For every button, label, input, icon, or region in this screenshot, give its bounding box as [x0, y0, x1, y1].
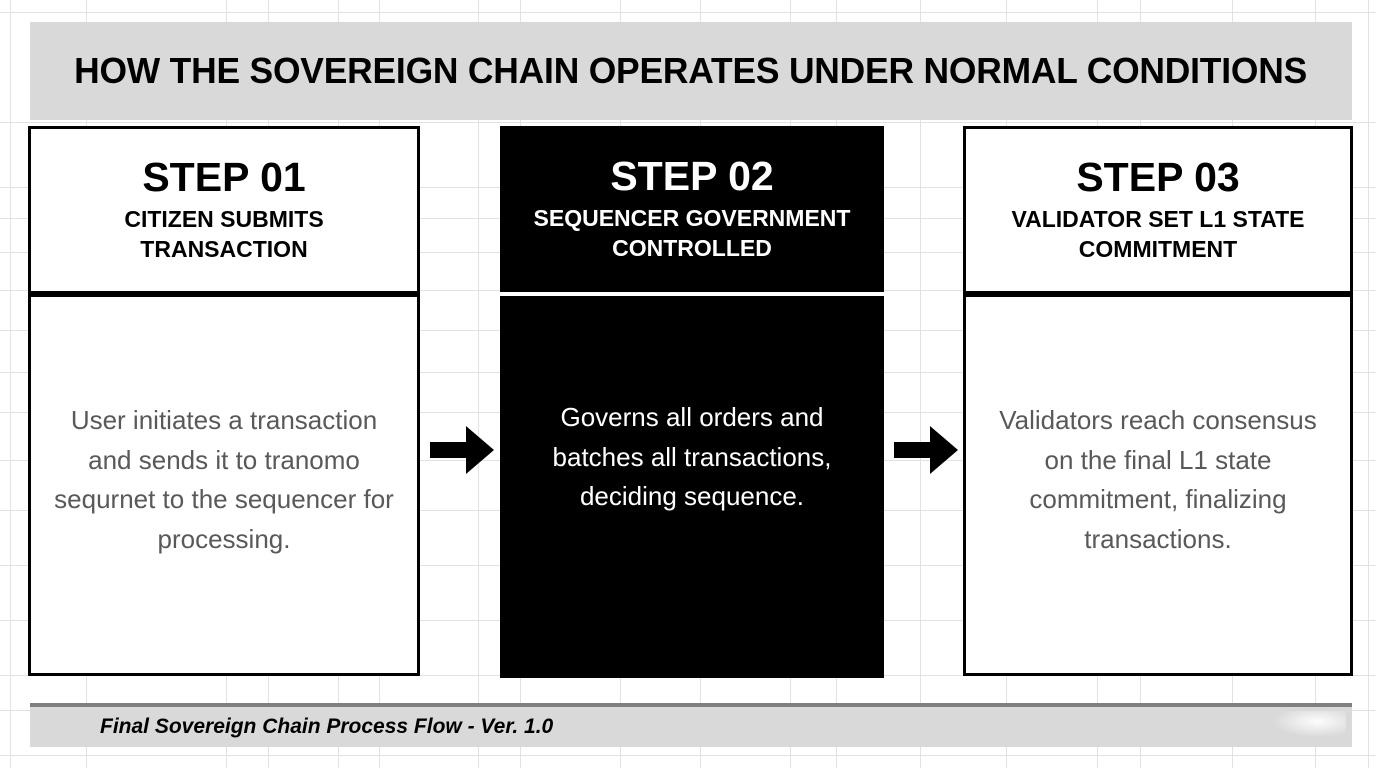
- grid-column-line-18: [1368, 0, 1369, 768]
- step-card-01-number: STEP 01: [142, 154, 306, 201]
- step-card-01-header: STEP 01 CITIZEN SUBMITS TRANSACTION: [28, 126, 420, 294]
- grid-column-line-12: [920, 0, 921, 768]
- step-card-02-body: Governs all orders and batches all trans…: [500, 296, 884, 678]
- page-title: HOW THE SOVEREIGN CHAIN OPERATES UNDER N…: [74, 49, 1308, 91]
- arrow-right-icon: [430, 426, 494, 474]
- step-card-03-number: STEP 03: [1076, 154, 1240, 201]
- grid-row-line-15: [0, 755, 1376, 756]
- step-card-01-subtitle: CITIZEN SUBMITS TRANSACTION: [124, 206, 324, 262]
- grid-row-line-0: [0, 12, 1376, 13]
- footer-caption: Final Sovereign Chain Process Flow - Ver…: [100, 715, 554, 738]
- arrow-right-icon: [894, 426, 958, 474]
- header-banner: HOW THE SOVEREIGN CHAIN OPERATES UNDER N…: [30, 22, 1352, 120]
- flow-arrow-1: [430, 422, 494, 478]
- step-card-02-subtitle: SEQUENCER GOVERNMENT CONTROLLED: [533, 205, 851, 261]
- flow-arrow-2: [894, 422, 958, 478]
- step-card-01[interactable]: STEP 01 CITIZEN SUBMITS TRANSACTION User…: [28, 126, 420, 676]
- step-card-03-header: STEP 03 VALIDATOR SET L1 STATE COMMITMEN…: [963, 126, 1353, 294]
- step-card-02[interactable]: STEP 02 SEQUENCER GOVERNMENT CONTROLLED …: [500, 126, 884, 678]
- step-card-02-number: STEP 02: [610, 153, 774, 200]
- step-card-02-description: Governs all orders and batches all trans…: [552, 402, 832, 512]
- footer-bar: Final Sovereign Chain Process Flow - Ver…: [30, 703, 1352, 747]
- step-card-03-body: Validators reach consensus on the final …: [963, 294, 1353, 676]
- grid-column-line-0: [10, 0, 11, 768]
- grid-column-line-6: [478, 0, 479, 768]
- step-card-01-description: User initiates a transaction and sends i…: [54, 405, 394, 554]
- step-card-03-description: Validators reach consensus on the final …: [999, 405, 1317, 554]
- step-card-03[interactable]: STEP 03 VALIDATOR SET L1 STATE COMMITMEN…: [963, 126, 1353, 676]
- grid-row-line-1: [0, 122, 1376, 123]
- footer-glare-highlight: [1274, 711, 1346, 737]
- step-card-02-header: STEP 02 SEQUENCER GOVERNMENT CONTROLLED: [500, 126, 884, 296]
- step-card-03-subtitle: VALIDATOR SET L1 STATE COMMITMENT: [1011, 206, 1305, 262]
- step-card-01-body: User initiates a transaction and sends i…: [28, 294, 420, 676]
